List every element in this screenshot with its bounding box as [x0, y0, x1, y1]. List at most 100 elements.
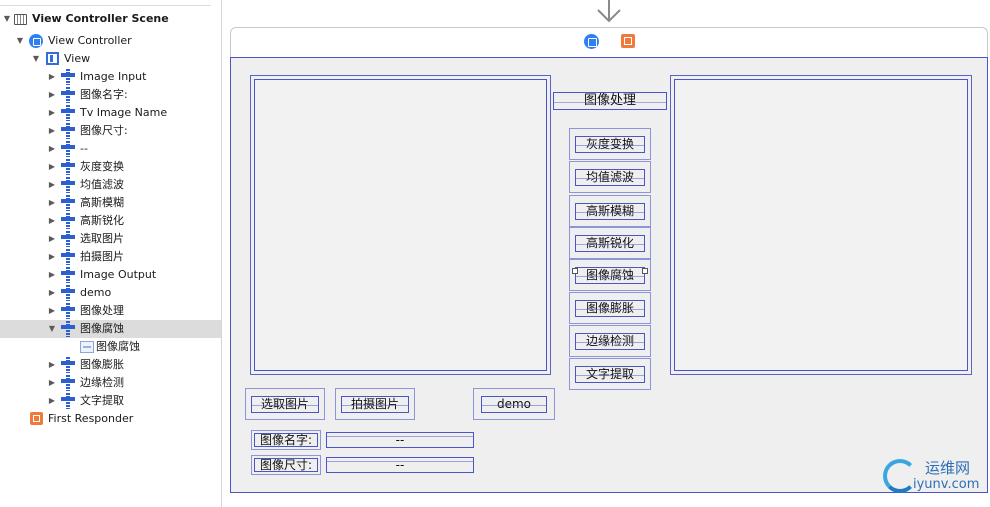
process-button[interactable]: 高斯锐化: [569, 227, 651, 259]
disclosure-triangle-icon[interactable]: ▶: [48, 252, 56, 261]
outline-row-child[interactable]: ▶ 高斯锐化: [0, 212, 221, 230]
disclosure-triangle-icon[interactable]: ▼: [48, 324, 56, 333]
outline-row-child[interactable]: ▶ 图像处理: [0, 302, 221, 320]
outline-row-child[interactable]: ▼图像腐蚀: [0, 320, 221, 338]
constraint-icon: [61, 320, 75, 338]
constraint-icon: [61, 158, 75, 176]
watermark-logo: 运维网 iyunv.com: [883, 455, 990, 495]
disclosure-triangle-icon[interactable]: ▶: [48, 234, 56, 243]
outline-child-label: 均值滤波: [80, 178, 124, 191]
disclosure-triangle-icon[interactable]: ▶: [48, 108, 56, 117]
process-button[interactable]: 文字提取: [569, 358, 651, 390]
disclosure-triangle-icon[interactable]: ▶: [48, 72, 56, 81]
outline-child-label: --: [80, 142, 88, 155]
disclosure-triangle-icon[interactable]: ▼: [3, 14, 11, 23]
view-icon: [46, 52, 59, 65]
process-button[interactable]: 边缘检测: [569, 325, 651, 357]
constraint-icon: [61, 392, 75, 410]
process-button[interactable]: 均值滤波: [569, 161, 651, 193]
disclosure-triangle-icon[interactable]: ▼: [32, 54, 40, 63]
outline-child-label: 灰度变换: [80, 160, 124, 173]
watermark-swoosh-icon: [883, 459, 917, 493]
outline-row-view-controller[interactable]: ▼ View Controller: [0, 32, 221, 50]
outline-child-label: 文字提取: [80, 394, 124, 407]
pick-image-button[interactable]: 选取图片: [245, 388, 325, 420]
outline-row-child[interactable]: ▶ 选取图片: [0, 230, 221, 248]
image-input[interactable]: [250, 75, 551, 375]
constraint-icon: [61, 266, 75, 284]
process-button[interactable]: 图像膨胀: [569, 292, 651, 324]
constraint-icon: [61, 176, 75, 194]
disclosure-triangle-icon[interactable]: ▶: [48, 270, 56, 279]
outline-row-child[interactable]: ▶拍摄图片: [0, 248, 221, 266]
disclosure-triangle-icon[interactable]: ▼: [16, 36, 24, 45]
outline-divider: [0, 5, 211, 6]
outline-child-label: 图像名字:: [80, 88, 128, 101]
disclosure-triangle-icon[interactable]: ▶: [48, 216, 56, 225]
disclosure-triangle-icon[interactable]: ▶: [48, 198, 56, 207]
disclosure-triangle-icon[interactable]: ▶: [48, 378, 56, 387]
constraint-icon: [61, 230, 75, 248]
process-button[interactable]: 图像腐蚀: [569, 259, 651, 291]
outline-row-child[interactable]: ▶ 文字提取: [0, 392, 221, 410]
outline-row-child[interactable]: ▶ 灰度变换: [0, 158, 221, 176]
watermark-en: iyunv.com: [913, 477, 980, 492]
view-controller-icon[interactable]: [584, 34, 599, 49]
first-responder-cube-icon: [30, 412, 43, 425]
process-button[interactable]: 高斯模糊: [569, 195, 651, 227]
disclosure-triangle-icon[interactable]: ▶: [48, 180, 56, 189]
storyboard-canvas[interactable]: 图像处理 灰度变换均值滤波高斯模糊高斯锐化图像腐蚀图像膨胀边缘检测文字提取 选取…: [223, 0, 990, 507]
outline-child-label: demo: [80, 286, 112, 299]
outline-child-label: Image Input: [80, 70, 147, 83]
disclosure-triangle-icon[interactable]: ▶: [48, 90, 56, 99]
first-responder-label: First Responder: [48, 412, 134, 425]
resize-handle[interactable]: [642, 268, 648, 274]
label-icon: [80, 341, 94, 353]
outline-row-view[interactable]: ▼ View: [0, 50, 221, 68]
outline-row-button-title[interactable]: 图像腐蚀: [0, 338, 221, 356]
outline-child-label: 图像处理: [80, 304, 124, 317]
disclosure-triangle-icon[interactable]: ▶: [48, 144, 56, 153]
view-label: View: [64, 52, 91, 65]
outline-row-child[interactable]: ▶ demo: [0, 284, 221, 302]
process-button[interactable]: 灰度变换: [569, 128, 651, 160]
disclosure-triangle-icon[interactable]: ▶: [48, 162, 56, 171]
image-size-label: 图像尺寸:: [251, 455, 321, 475]
outline-child-label: 选取图片: [80, 232, 124, 245]
outline-row-child[interactable]: ▶图像膨胀: [0, 356, 221, 374]
image-output[interactable]: [670, 75, 972, 375]
capture-image-button[interactable]: 拍摄图片: [335, 388, 415, 420]
disclosure-triangle-icon[interactable]: ▶: [48, 126, 56, 135]
disclosure-triangle-icon[interactable]: ▶: [48, 396, 56, 405]
view-controller-view[interactable]: 图像处理 灰度变换均值滤波高斯模糊高斯锐化图像腐蚀图像膨胀边缘检测文字提取 选取…: [230, 57, 988, 493]
disclosure-triangle-icon[interactable]: ▶: [48, 288, 56, 297]
demo-button[interactable]: demo: [473, 388, 555, 420]
outline-row-child[interactable]: ▶ Image Input: [0, 68, 221, 86]
outline-row-child[interactable]: ▶ --: [0, 140, 221, 158]
view-controller-icon: [29, 34, 43, 48]
image-name-value: --: [326, 432, 474, 448]
outline-row-child[interactable]: ▶Tv Image Name: [0, 104, 221, 122]
outline-row-child[interactable]: ▶ 图像名字:: [0, 86, 221, 104]
outline-row-child[interactable]: ▶ 边缘检测: [0, 374, 221, 392]
outline-row-child[interactable]: ▶图像尺寸:: [0, 122, 221, 140]
first-responder-cube-icon[interactable]: [621, 34, 635, 48]
outline-child-label: 边缘检测: [80, 376, 124, 389]
disclosure-triangle-icon[interactable]: ▶: [48, 306, 56, 315]
document-outline: ▼ View Controller Scene ▼ View Controlle…: [0, 0, 222, 507]
outline-row-child[interactable]: ▶Image Output: [0, 266, 221, 284]
constraint-icon: [61, 104, 75, 122]
resize-handle[interactable]: [572, 268, 578, 274]
title-label: 图像处理: [553, 92, 667, 110]
constraint-icon: [61, 86, 75, 104]
outline-row-first-responder[interactable]: First Responder: [0, 410, 221, 428]
scene-label: View Controller Scene: [32, 12, 169, 25]
scene-dock[interactable]: [230, 27, 988, 57]
outline-row-child[interactable]: ▶高斯模糊: [0, 194, 221, 212]
disclosure-triangle-icon[interactable]: ▶: [48, 360, 56, 369]
constraint-icon: [61, 248, 75, 266]
outline-row-scene[interactable]: ▼ View Controller Scene: [0, 10, 221, 28]
image-size-value: --: [326, 457, 474, 473]
outline-row-child[interactable]: ▶ 均值滤波: [0, 176, 221, 194]
outline-child-label: 高斯锐化: [80, 214, 124, 227]
